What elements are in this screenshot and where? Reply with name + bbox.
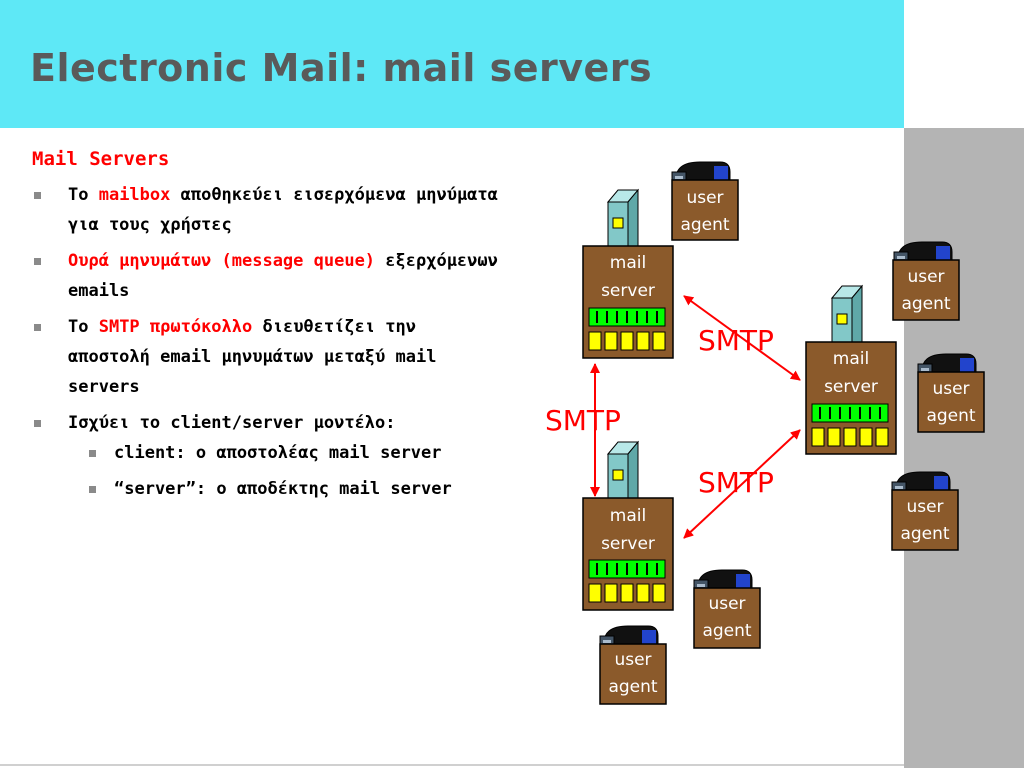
smtp-arrow-bottom-right — [683, 429, 801, 539]
server-label-line1: mail — [610, 506, 646, 526]
bullet-square-icon — [89, 486, 96, 493]
server-label-line2: server — [601, 534, 655, 554]
user-agent-label-line1: user — [614, 650, 651, 670]
bullet-text-post: διευθετίζει την αποστολή email μηνυμάτων… — [68, 317, 437, 397]
server-label-line2: server — [601, 281, 655, 301]
bullet-item-mailbox: Το mailbox αποθηκεύει εισερχόμενα μηνύμα… — [32, 180, 502, 240]
server-label-line1: mail — [610, 253, 646, 273]
bullet-list: Το mailbox αποθηκεύει εισερχόμενα μηνύμα… — [32, 180, 502, 504]
bullet-text-post: αποθηκεύει εισερχόμενα μηνύματα για τους… — [68, 185, 498, 235]
user-agent-6: user agent — [599, 625, 667, 705]
user-agent-label-line2: agent — [900, 524, 949, 544]
mail-server-right: mail server — [805, 285, 897, 455]
user-agent-label-line2: agent — [680, 215, 729, 235]
sub-bullet-text: client: ο αποστολέας mail server — [114, 443, 442, 463]
bullet-item-model: Ισχύει το client/server μοντέλο: client:… — [32, 408, 502, 504]
user-agent-2: user agent — [892, 241, 960, 321]
slide-title: Electronic Mail: mail servers — [30, 46, 653, 90]
mail-server-top: mail server — [582, 189, 674, 359]
sub-bullet-list: client: ο αποστολέας mail server “server… — [68, 438, 502, 504]
title-bar: Electronic Mail: mail servers — [0, 0, 904, 128]
bullet-text-pre: Το — [68, 185, 99, 205]
bullet-content: Mail Servers Το mailbox αποθηκεύει εισερ… — [32, 148, 502, 510]
smtp-arrow-top-right — [683, 295, 801, 381]
sub-bullet-text: “server”: ο αποδέκτης mail server — [114, 479, 452, 499]
smtp-label: SMTP — [698, 324, 774, 357]
bullet-text-pre: Το — [68, 317, 99, 337]
user-agent-label-line2: agent — [608, 677, 657, 697]
user-agent-label-line1: user — [686, 188, 723, 208]
footer-divider — [0, 764, 904, 766]
user-agent-3: user agent — [917, 353, 985, 433]
user-agent-label-line2: agent — [926, 406, 975, 426]
smtp-label: SMTP — [545, 404, 621, 437]
bullet-square-icon — [34, 192, 41, 199]
bullet-square-icon — [34, 258, 41, 265]
bullet-highlight: Ουρά μηνυμάτων (message queue) — [68, 251, 376, 271]
side-panel-top — [904, 0, 1024, 128]
user-agent-5: user agent — [693, 569, 761, 649]
section-heading: Mail Servers — [32, 148, 170, 170]
bullet-item-queue: Ουρά μηνυμάτων (message queue) εξερχόμεν… — [32, 246, 502, 306]
bullet-square-icon — [34, 324, 41, 331]
smtp-label: SMTP — [698, 466, 774, 499]
user-agent-4: user agent — [891, 471, 959, 551]
bullet-text-post: εξερχόμενων emails — [68, 251, 498, 301]
sub-bullet-server: “server”: ο αποδέκτης mail server — [68, 474, 502, 504]
bullet-highlight: mailbox — [98, 185, 171, 205]
user-agent-label-line1: user — [906, 497, 943, 517]
user-agent-label-line2: agent — [702, 621, 751, 641]
user-agent-1: user agent — [671, 161, 739, 241]
bullet-text-post: Ισχύει το client/server μοντέλο: — [68, 413, 396, 433]
sub-bullet-client: client: ο αποστολέας mail server — [68, 438, 502, 468]
server-label-line2: server — [824, 377, 878, 397]
bullet-square-icon — [89, 450, 96, 457]
user-agent-label-line1: user — [907, 267, 944, 287]
server-label-line1: mail — [833, 349, 869, 369]
user-agent-label-line1: user — [932, 379, 969, 399]
mail-server-bottom: mail server — [582, 441, 674, 611]
bullet-item-smtp: Το SMTP πρωτόκολλο διευθετίζει την αποστ… — [32, 312, 502, 402]
user-agent-label-line1: user — [708, 594, 745, 614]
bullet-square-icon — [34, 420, 41, 427]
bullet-highlight: SMTP πρωτόκολλο — [98, 317, 253, 337]
user-agent-label-line2: agent — [901, 294, 950, 314]
